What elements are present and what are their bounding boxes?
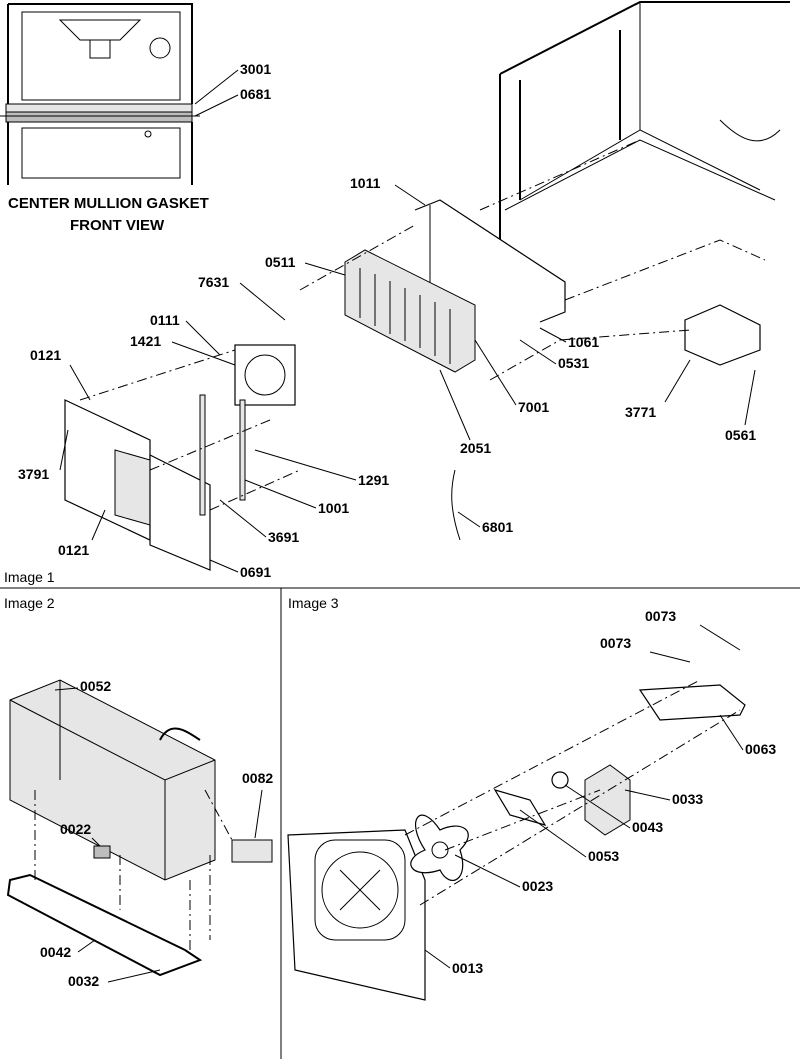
part-label-0681: 0681 <box>240 86 271 102</box>
image2-part-labels: 0052 0082 0022 0042 0032 <box>40 678 273 989</box>
image3-assembly-lines <box>404 679 741 906</box>
grommet-0043 <box>551 771 569 789</box>
image1-part-labels: 3001 0681 1011 0511 7631 0111 1421 0121 … <box>18 61 756 580</box>
part-label-3001: 3001 <box>240 61 271 77</box>
part-label-0082: 0082 <box>242 770 273 786</box>
fan-motor-0033 <box>584 764 631 836</box>
panel-title-image2: Image 2 <box>4 595 55 611</box>
leader-lines <box>54 69 756 983</box>
center-mullion-gasket-inset <box>0 3 200 185</box>
mounting-clip-0053 <box>493 789 547 826</box>
evaporator-coil-0511 <box>344 249 476 373</box>
part-label-0121-lower: 0121 <box>58 542 89 558</box>
fan-shroud-0013 <box>287 829 426 1001</box>
inset-caption-line1: CENTER MULLION GASKET <box>8 195 209 212</box>
part-label-0561: 0561 <box>725 427 756 443</box>
part-label-3771: 3771 <box>625 404 656 420</box>
fan-shroud-assembly-1421 <box>234 344 296 406</box>
part-label-3691: 3691 <box>268 529 299 545</box>
part-label-7001: 7001 <box>518 399 549 415</box>
defrost-heater-0042 <box>6 873 203 977</box>
part-label-6801: 6801 <box>482 519 513 535</box>
part-label-1011: 1011 <box>350 175 381 191</box>
image2-assembly-lines <box>34 789 233 950</box>
panel-title-image3: Image 3 <box>288 595 339 611</box>
part-label-0022: 0022 <box>60 821 91 837</box>
fan-blade-0023 <box>410 814 469 881</box>
image1-assembly-lines <box>79 139 766 511</box>
panel-title-image1: Image 1 <box>4 569 55 585</box>
part-label-2051: 2051 <box>460 440 491 456</box>
part-label-0063: 0063 <box>745 741 776 757</box>
bracket-0082 <box>231 839 273 863</box>
part-label-0042: 0042 <box>40 944 71 960</box>
part-label-0073-lower: 0073 <box>600 635 631 651</box>
part-label-0043: 0043 <box>632 819 663 835</box>
part-label-0111: 0111 <box>150 312 180 328</box>
thermostat-0022 <box>93 845 111 859</box>
part-label-0053: 0053 <box>588 848 619 864</box>
evaporator-coil-0052 <box>9 679 216 881</box>
part-label-0691: 0691 <box>240 564 271 580</box>
part-label-0013: 0013 <box>452 960 483 976</box>
image3-part-labels: 0073 0073 0063 0033 0043 0053 0023 0013 <box>452 608 776 976</box>
part-label-1421: 1421 <box>130 333 161 349</box>
motor-bracket-0063 <box>638 684 746 721</box>
ice-maker-3771 <box>684 304 761 366</box>
part-label-1061: 1061 <box>568 334 599 350</box>
part-label-3791: 3791 <box>18 466 49 482</box>
part-label-7631: 7631 <box>198 274 229 290</box>
wire-harness-6801 <box>451 469 461 541</box>
inset-caption-line2: FRONT VIEW <box>70 217 165 234</box>
rear-panels-0121 <box>64 399 211 571</box>
part-label-0511: 0511 <box>265 254 296 270</box>
cabinet-liner-upper-right <box>499 1 790 240</box>
part-label-0023: 0023 <box>522 878 553 894</box>
part-label-0033: 0033 <box>672 791 703 807</box>
part-label-0052: 0052 <box>80 678 111 694</box>
part-label-1291: 1291 <box>358 472 389 488</box>
part-label-0531: 0531 <box>558 355 589 371</box>
part-label-0032: 0032 <box>68 973 99 989</box>
part-label-1001: 1001 <box>318 500 349 516</box>
part-label-0073-upper: 0073 <box>645 608 676 624</box>
heater-rods-1001 <box>199 394 246 516</box>
part-label-0121: 0121 <box>30 347 61 363</box>
